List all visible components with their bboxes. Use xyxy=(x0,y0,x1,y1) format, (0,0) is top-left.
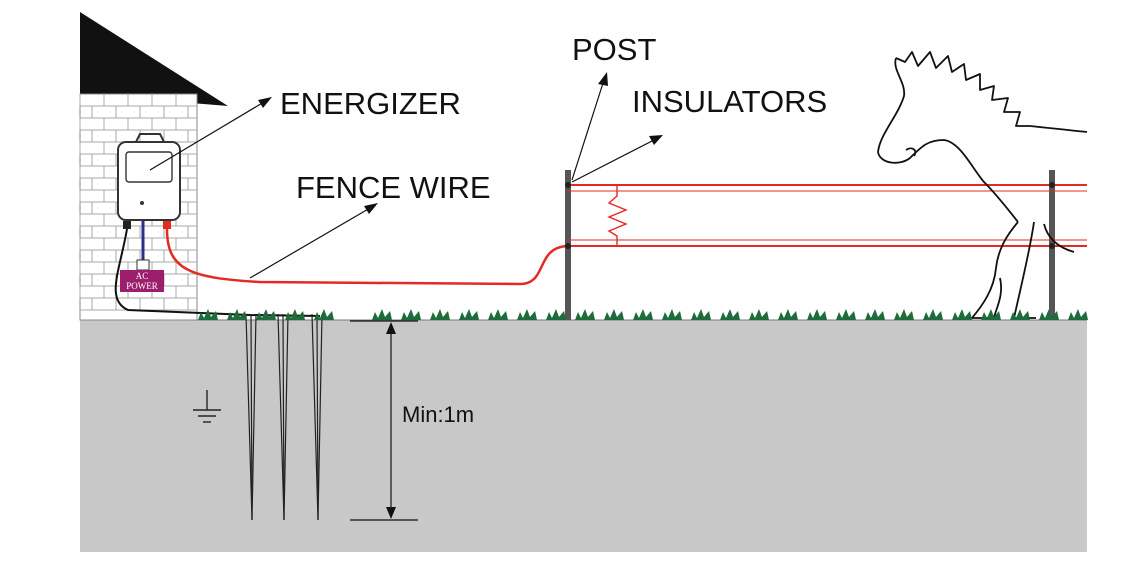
horse-icon xyxy=(877,51,1088,319)
fence-wire-label: FENCE WIRE xyxy=(296,170,491,205)
fence-wire-arrowhead xyxy=(364,203,378,214)
insulators-arrowhead xyxy=(649,135,663,145)
grass-tuft-icon xyxy=(256,309,276,320)
grass-tuft-icon xyxy=(952,309,972,320)
grass-tuft-icon xyxy=(517,309,537,320)
grass-tuft-icon xyxy=(894,309,914,320)
insulator-bottom-right xyxy=(1049,243,1055,249)
post-leader xyxy=(571,79,605,181)
energizer-arrowhead xyxy=(258,97,272,108)
insulators-label: INSULATORS xyxy=(632,84,827,119)
energizer-unit xyxy=(117,133,181,229)
grass-tuft-icon xyxy=(430,309,450,320)
grass-tuft-icon xyxy=(604,309,624,320)
energizer-ground-terminal xyxy=(123,221,131,229)
grass-tuft-icon xyxy=(285,309,305,320)
fence-wire-leader xyxy=(249,207,371,279)
grass-tuft-icon xyxy=(227,309,247,320)
post-label: POST xyxy=(572,32,656,67)
insulator-top-left xyxy=(565,182,571,188)
grass-tuft-icon xyxy=(198,309,218,320)
grass-tuft-icon xyxy=(981,309,1001,320)
grass-tuft-icon xyxy=(1068,309,1088,320)
ground-symbol-icon xyxy=(193,390,221,423)
insulator-top-right xyxy=(1049,182,1055,188)
house-roof xyxy=(80,12,228,106)
depth-dimension xyxy=(350,320,418,521)
grass-tuft-icon xyxy=(372,309,392,320)
energizer-indicator xyxy=(140,201,144,205)
energizer-leader xyxy=(149,101,265,171)
grass-tuft-icon xyxy=(314,309,334,320)
fence-lead-wire xyxy=(165,228,568,286)
grass-tuft-icon xyxy=(662,309,682,320)
post-arrowhead xyxy=(598,72,608,86)
power-plug xyxy=(136,259,150,271)
grass-tuft-icon xyxy=(633,309,653,320)
wire-connector-spring xyxy=(607,186,628,246)
energizer-label: ENERGIZER xyxy=(280,86,461,121)
grass-tuft-icon xyxy=(836,309,856,320)
grass-tuft-icon xyxy=(865,309,885,320)
depth-label: Min:1m xyxy=(402,402,474,427)
earth-rod xyxy=(311,313,323,521)
grass-tuft-icon xyxy=(546,309,566,320)
grass-tuft-icon xyxy=(778,309,798,320)
grass-tuft-icon xyxy=(459,309,479,320)
grass-tuft-icon xyxy=(575,309,595,320)
earth-rods xyxy=(245,313,323,521)
grass-tuft-icon xyxy=(401,309,421,320)
earth-rod xyxy=(277,313,289,521)
grass-tuft-icon xyxy=(1010,309,1030,320)
grass-tuft-icon xyxy=(691,309,711,320)
energizer-display xyxy=(125,151,173,183)
grass-tuft-icon xyxy=(923,309,943,320)
grass-tuft-icon xyxy=(488,309,508,320)
grass-tuft-icon xyxy=(720,309,740,320)
energizer-handle xyxy=(135,133,165,143)
energizer-fence-terminal xyxy=(163,221,171,229)
ground-lead-wire xyxy=(114,228,321,317)
earth-rod xyxy=(245,313,257,521)
grass-tuft-icon xyxy=(749,309,769,320)
ground-soil xyxy=(80,320,1087,552)
ac-power-box xyxy=(120,270,164,292)
ac-power-label-line1: AC xyxy=(136,271,149,281)
leader-lines xyxy=(149,72,663,279)
grass-tuft-icon xyxy=(807,309,827,320)
grass-strip xyxy=(198,309,1088,320)
insulators-leader xyxy=(571,139,655,183)
brick-pattern xyxy=(79,94,197,311)
ac-power-label-line2: POWER xyxy=(126,281,158,291)
insulator-bottom-left xyxy=(565,243,571,249)
grass-tuft-icon xyxy=(1039,309,1059,320)
